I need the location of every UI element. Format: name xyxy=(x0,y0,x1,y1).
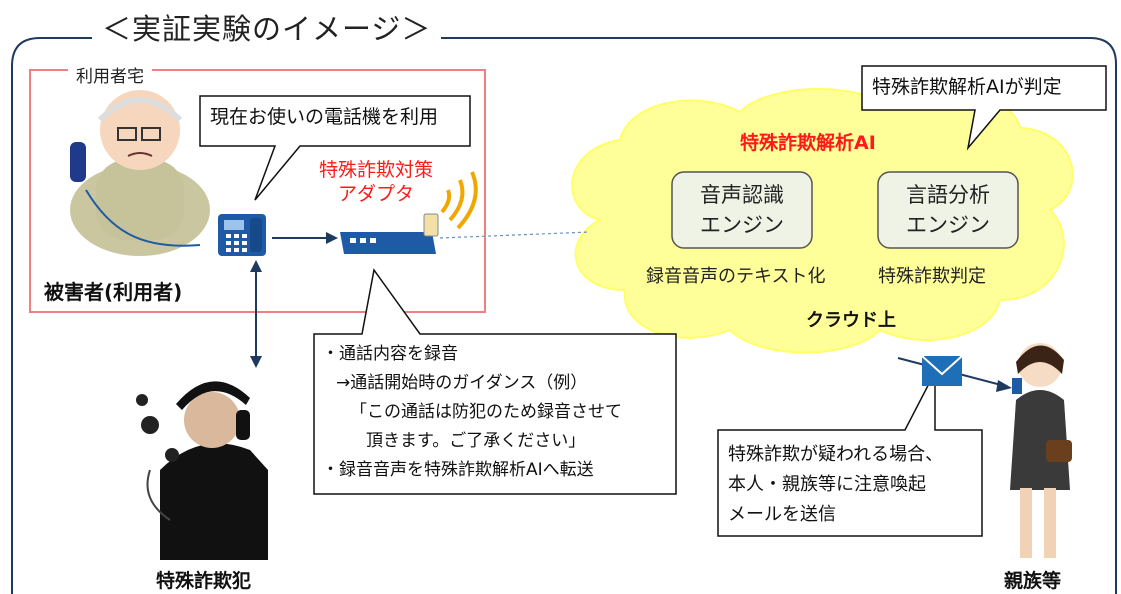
engine2-caption: 特殊詐欺判定 xyxy=(878,266,986,287)
recording-line5: ・録音音声を特殊詐欺解析AIへ転送 xyxy=(322,460,594,480)
engine2-label: 言語分析 エンジン xyxy=(878,180,1018,240)
scammer-icon xyxy=(136,381,268,560)
adapter-label: 特殊詐欺対策 アダプタ xyxy=(306,158,446,206)
alert-callout-text: 特殊詐欺が疑われる場合、 本人・親族等に注意喚起 メールを送信 xyxy=(728,440,943,530)
recording-line3: 「この通話は防犯のため録音させて xyxy=(350,402,622,422)
engine2-line1: 言語分析 xyxy=(906,183,990,207)
adapter-device-icon xyxy=(340,171,478,254)
engine1-label: 音声認識 エンジン xyxy=(672,180,812,240)
alert-callout-shape xyxy=(717,371,983,537)
recording-line2: →通話開始時のガイダンス（例） xyxy=(336,373,588,393)
cloud-footer: クラウド上 xyxy=(806,310,896,331)
mail-icon xyxy=(921,355,963,386)
recording-line4: 頂きます。ご了承ください」 xyxy=(366,431,586,451)
recording-callout-text: ・通話内容を録音 →通話開始時のガイダンス（例） 「この通話は防犯のため録音させ… xyxy=(322,340,622,485)
scammer-label: 特殊詐欺犯 xyxy=(156,570,252,592)
phone-callout-text: 現在お使いの電話機を利用 xyxy=(210,106,439,128)
victim-elderly-man-icon xyxy=(70,90,210,256)
engine1-caption: 録音音声のテキスト化 xyxy=(646,266,826,287)
home-label: 利用者宅 xyxy=(68,62,152,87)
adapter-label-line1: 特殊詐欺対策 xyxy=(318,159,433,181)
alert-line1: 特殊詐欺が疑われる場合、 xyxy=(728,444,944,465)
recording-callout-shape xyxy=(313,268,677,495)
phone-callout-shape xyxy=(199,95,471,201)
cloud-title: 特殊詐欺解析AI xyxy=(740,132,876,154)
engine2-box xyxy=(877,171,1019,249)
ai-judge-callout-text: 特殊詐欺解析AIが判定 xyxy=(872,76,1062,98)
adapter-label-line2: アダプタ xyxy=(337,183,414,205)
telephone-icon xyxy=(218,214,266,256)
recording-line1: ・通話内容を録音 xyxy=(322,344,458,364)
engine1-line2: エンジン xyxy=(700,213,784,237)
adapter-to-cloud-link xyxy=(439,231,591,239)
page-title: ＜実証実験のイメージ＞ xyxy=(92,6,442,48)
cloud-shape xyxy=(571,88,1074,354)
engine1-line1: 音声認識 xyxy=(700,183,784,207)
home-box xyxy=(29,69,486,313)
family-label: 親族等 xyxy=(1004,570,1062,592)
engine1-box xyxy=(671,171,813,249)
ai-judge-callout-shape xyxy=(861,65,1107,151)
engine2-line2: エンジン xyxy=(906,213,990,237)
outer-frame xyxy=(11,37,1117,594)
alert-line3: メールを送信 xyxy=(728,504,836,525)
family-woman-icon xyxy=(1010,343,1072,558)
alert-line2: 本人・親族等に注意喚起 xyxy=(728,474,926,495)
victim-label: 被害者(利用者) xyxy=(44,280,183,304)
